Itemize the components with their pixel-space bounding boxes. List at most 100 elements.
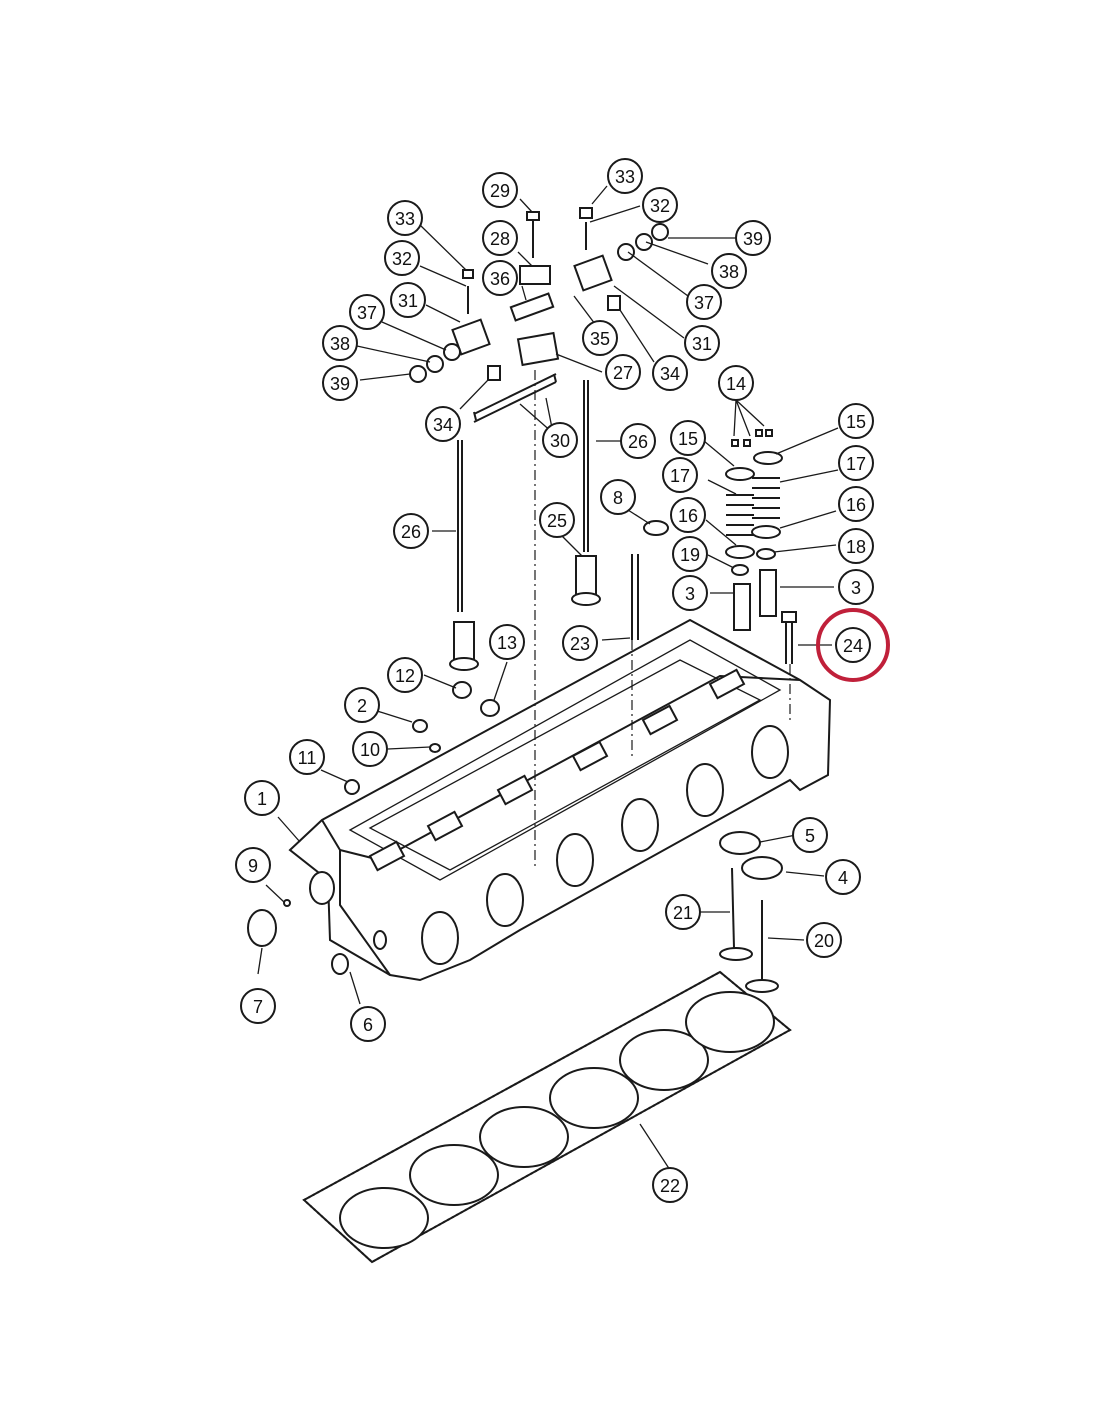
callout-circle	[542, 422, 578, 458]
callout-18: 18	[838, 528, 874, 564]
callout-10: 10	[352, 731, 388, 767]
callout-label: 8	[613, 488, 623, 508]
callout-label: 13	[497, 633, 517, 653]
callout-label: 32	[650, 196, 670, 216]
callout-circle	[482, 260, 518, 296]
callout-label: 37	[357, 303, 377, 323]
rocker-assembly	[409, 207, 669, 423]
callout-circle	[672, 536, 708, 572]
callout-label: 31	[398, 291, 418, 311]
callout-circle	[240, 988, 276, 1024]
plugs-and-seals	[247, 681, 500, 975]
callout-label: 18	[846, 537, 866, 557]
callout-circle	[838, 445, 874, 481]
callout-label: 21	[673, 903, 693, 923]
callout-20: 20	[806, 922, 842, 958]
callout-5: 5	[792, 817, 828, 853]
tappets-and-pushrods	[449, 380, 797, 671]
callout-35: 35	[582, 320, 618, 356]
callout-circle	[387, 657, 423, 693]
callout-circle	[684, 325, 720, 361]
callout-circle	[665, 894, 701, 930]
callout-label: 31	[692, 334, 712, 354]
callout-circle	[672, 575, 708, 611]
callout-4: 4	[825, 859, 861, 895]
callout-7: 7	[240, 988, 276, 1024]
callout-28: 28	[482, 220, 518, 256]
callout-label: 1	[257, 789, 267, 809]
callout-label: 19	[680, 545, 700, 565]
callout-circle	[539, 502, 575, 538]
callout-label: 33	[615, 167, 635, 187]
callout-label: 10	[360, 740, 380, 760]
callout-circle	[482, 172, 518, 208]
callout-label: 15	[846, 412, 866, 432]
callout-label: 15	[678, 429, 698, 449]
alignment-lines	[534, 370, 791, 870]
callout-16: 16	[670, 497, 706, 533]
callout-circle	[390, 282, 426, 318]
callout-34: 34	[425, 406, 461, 442]
callout-label: 38	[330, 334, 350, 354]
callout-circle	[670, 420, 706, 456]
callout-circle	[387, 200, 423, 236]
callout-15: 15	[670, 420, 706, 456]
callout-label: 34	[660, 364, 680, 384]
callout-circle	[662, 457, 698, 493]
callout-circle	[652, 1167, 688, 1203]
callout-label: 27	[613, 363, 633, 383]
callout-circle	[835, 627, 871, 663]
callout-label: 39	[743, 229, 763, 249]
callout-circle	[352, 731, 388, 767]
callout-38: 38	[322, 325, 358, 361]
callout-2: 2	[344, 687, 380, 723]
callout-label: 23	[570, 634, 590, 654]
callout-circle	[235, 847, 271, 883]
callout-circle	[838, 569, 874, 605]
callout-label: 17	[846, 454, 866, 474]
callout-circle	[718, 365, 754, 401]
callout-label: 28	[490, 229, 510, 249]
callout-15: 15	[838, 403, 874, 439]
callout-circle	[344, 687, 380, 723]
callout-circle	[735, 220, 771, 256]
callout-circle	[322, 365, 358, 401]
callout-circle	[393, 513, 429, 549]
callout-19: 19	[672, 536, 708, 572]
callout-circle	[350, 1006, 386, 1042]
callout-11: 11	[289, 739, 325, 775]
callout-17: 17	[838, 445, 874, 481]
callout-circle	[322, 325, 358, 361]
head-gasket	[302, 970, 792, 1264]
callout-label: 2	[357, 696, 367, 716]
callout-circle	[652, 355, 688, 391]
callout-25: 25	[539, 502, 575, 538]
callout-39: 39	[735, 220, 771, 256]
callout-label: 22	[660, 1176, 680, 1196]
callout-label: 38	[719, 262, 739, 282]
callout-label: 34	[433, 415, 453, 435]
callout-label: 6	[363, 1015, 373, 1035]
callout-circle	[607, 158, 643, 194]
highlight-ring	[816, 608, 890, 682]
callout-circle	[838, 403, 874, 439]
callout-circle	[562, 625, 598, 661]
callout-circle	[349, 294, 385, 330]
callout-33: 33	[387, 200, 423, 236]
callout-31: 31	[684, 325, 720, 361]
callout-8: 8	[600, 479, 636, 515]
callout-29: 29	[482, 172, 518, 208]
callout-label: 20	[814, 931, 834, 951]
callout-circle	[605, 354, 641, 390]
callout-label: 17	[670, 466, 690, 486]
callout-circle	[582, 320, 618, 356]
callout-label: 3	[685, 584, 695, 604]
callout-26: 26	[393, 513, 429, 549]
callout-3: 3	[838, 569, 874, 605]
callout-37: 37	[349, 294, 385, 330]
callout-21: 21	[665, 894, 701, 930]
callout-label: 26	[401, 522, 421, 542]
callout-14: 14	[718, 365, 754, 401]
callout-24: 24	[816, 608, 890, 682]
